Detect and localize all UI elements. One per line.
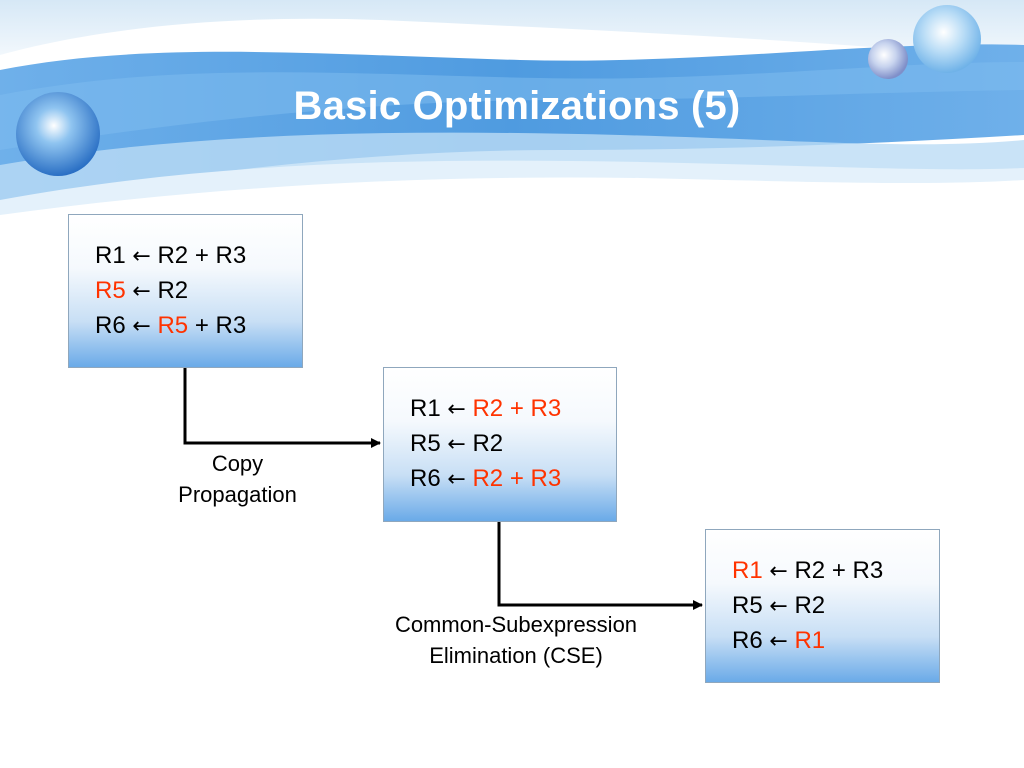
connector-copy-propagation xyxy=(183,368,381,448)
code-line: R5 ← R2 xyxy=(732,589,939,624)
highlighted-operand: R2 + R3 xyxy=(472,465,562,492)
step-label-copy-propagation: Copy Propagation xyxy=(150,448,325,510)
step-label-line: Common-Subexpression xyxy=(394,612,638,637)
code-text: R1 xyxy=(95,242,133,269)
code-text: + R3 xyxy=(188,312,247,339)
code-line: R6 ← R5 + R3 xyxy=(95,309,302,344)
assign-arrow: ← xyxy=(132,279,151,304)
code-line: R1 ← R2 + R3 xyxy=(732,554,939,589)
highlighted-operand: R1 xyxy=(732,557,763,584)
highlighted-operand: R1 xyxy=(794,627,826,654)
step-label-line: Elimination (CSE) xyxy=(429,643,603,668)
step-label-cse: Common-Subexpression Elimination (CSE) xyxy=(360,609,672,671)
code-line: R6 ← R1 xyxy=(732,624,939,659)
code-text: R2 + R3 xyxy=(150,242,247,269)
highlighted-operand: R5 xyxy=(157,312,189,339)
code-line: R6 ← R2 + R3 xyxy=(410,462,616,497)
assign-arrow: ← xyxy=(132,314,151,339)
code-text: R2 xyxy=(465,430,504,457)
assign-arrow: ← xyxy=(447,432,466,457)
assign-arrow: ← xyxy=(769,559,788,584)
code-line: R5 ← R2 xyxy=(410,427,616,462)
code-text: R6 xyxy=(410,465,448,492)
step-label-line: Copy xyxy=(211,451,264,476)
code-text: R2 + R3 xyxy=(787,557,884,584)
code-text: R6 xyxy=(732,627,770,654)
code-text: R1 xyxy=(410,395,448,422)
code-text: R6 xyxy=(95,312,133,339)
code-line: R1 ← R2 + R3 xyxy=(95,239,302,274)
assign-arrow: ← xyxy=(769,629,788,654)
code-text: R2 xyxy=(787,592,826,619)
code-text: R5 xyxy=(410,430,448,457)
code-text: R2 xyxy=(150,277,189,304)
slide-title: Basic Optimizations (5) xyxy=(293,84,741,128)
code-text: R5 xyxy=(732,592,770,619)
step-label-line: Propagation xyxy=(178,482,297,507)
highlighted-operand: R2 + R3 xyxy=(472,395,562,422)
assign-arrow: ← xyxy=(447,397,466,422)
assign-arrow: ← xyxy=(769,594,788,619)
code-line: R5 ← R2 xyxy=(95,274,302,309)
assign-arrow: ← xyxy=(132,244,151,269)
assign-arrow: ← xyxy=(447,467,466,492)
code-line: R1 ← R2 + R3 xyxy=(410,392,616,427)
connector-cse xyxy=(497,522,703,610)
header-banner xyxy=(0,0,1024,215)
highlighted-operand: R5 xyxy=(95,277,126,304)
